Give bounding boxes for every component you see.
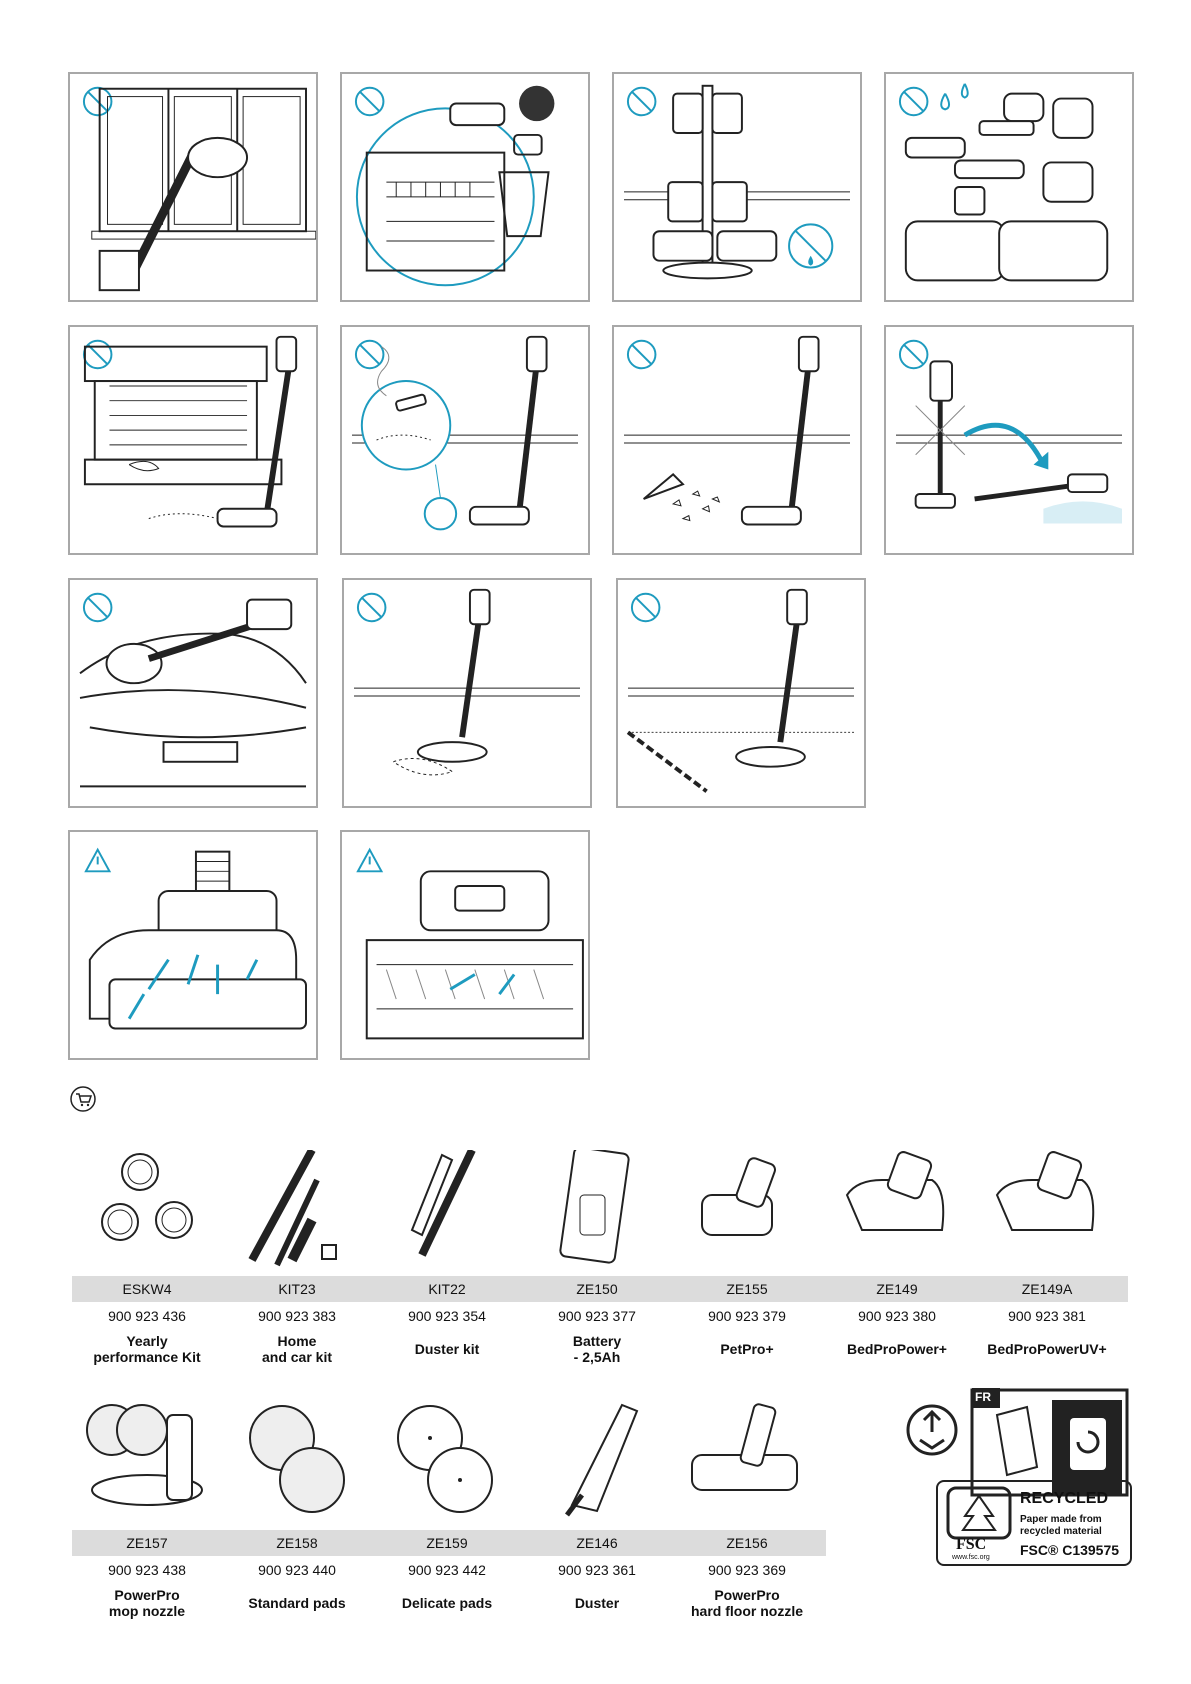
accessory-image-ze149a — [972, 1150, 1122, 1270]
accessory-name: Standard pads — [248, 1595, 346, 1611]
accessory-number: 900 923 377 — [558, 1308, 636, 1324]
country-code: FR — [975, 1390, 991, 1404]
cigarette-illustration — [352, 335, 578, 531]
accessory-code: ESKW4 — [122, 1281, 172, 1297]
accessory-code: KIT22 — [428, 1281, 466, 1297]
accessory-image-ze150 — [522, 1146, 672, 1270]
accessory-name: PetPro+ — [720, 1341, 774, 1357]
fsc-title: RECYCLED — [1020, 1490, 1109, 1507]
panel-no-wet-charger — [612, 72, 862, 302]
car-illustration — [79, 592, 307, 788]
accessory-name: Home and car kit — [261, 1333, 333, 1365]
accessory-image-ze158 — [222, 1400, 372, 1520]
brushroll-illustration — [84, 847, 307, 1030]
shopping-cart-icon — [70, 1086, 96, 1112]
panel-warning-brushroll — [68, 830, 318, 1060]
accessory-image-ze155 — [672, 1150, 822, 1270]
accessory-name: PowerPro hard floor nozzle — [691, 1587, 803, 1619]
accessory-code: ZE146 — [576, 1535, 618, 1551]
charger-stand-illustration — [624, 84, 850, 280]
panel-no-liquids — [342, 578, 592, 808]
accessory-image-ze156 — [672, 1400, 822, 1520]
accessory-name: BedProPower+ — [847, 1341, 947, 1357]
accessory-name: Yearly performance Kit — [93, 1333, 201, 1365]
panel-no-carpet-mop — [616, 578, 866, 808]
accessory-number: 900 923 379 — [708, 1308, 786, 1324]
panel-no-drop — [884, 325, 1134, 555]
panel-warning-brushroll-cleaning — [340, 830, 590, 1060]
fireplace-illustration — [82, 335, 298, 528]
accessory-code: ZE159 — [426, 1535, 468, 1551]
window-cleaning-illustration — [82, 86, 316, 292]
accessory-number: 900 923 442 — [408, 1562, 486, 1578]
panel-no-window-cleaning — [68, 72, 318, 302]
accessory-code: ZE149A — [1021, 1281, 1073, 1297]
drop-illustration — [896, 339, 1122, 524]
accessory-code: ZE149 — [876, 1281, 918, 1297]
accessory-number: 900 923 440 — [258, 1562, 336, 1578]
paper-icon — [995, 1405, 1039, 1477]
accessory-image-kit23 — [222, 1148, 372, 1270]
dishwasher-illustration — [354, 85, 555, 287]
accessory-number: 900 923 383 — [258, 1308, 336, 1324]
accessory-code: ZE156 — [726, 1535, 768, 1551]
accessory-code-bar-1 — [72, 1276, 1128, 1302]
panel-no-dishwasher — [340, 72, 590, 302]
triman-recycling-mark: FR — [902, 1380, 1132, 1500]
fsc-recycled-label: FSC www.fsc.org RECYCLED Paper made from… — [936, 1480, 1132, 1566]
brushroll-cleaning-illustration — [356, 847, 584, 1040]
accessory-code: ZE150 — [576, 1281, 618, 1297]
accessory-code: ZE158 — [276, 1535, 318, 1551]
panel-no-car-polish — [68, 578, 318, 808]
panel-no-glass — [612, 325, 862, 555]
accessory-name: Duster kit — [414, 1341, 480, 1357]
accessory-code: KIT23 — [278, 1281, 316, 1297]
panel-no-cigarettes — [340, 325, 590, 555]
panel-no-ashes — [68, 325, 318, 555]
fsc-line-1: Paper made from — [1020, 1514, 1102, 1525]
accessory-number: 900 923 381 — [1008, 1308, 1086, 1324]
accessory-image-ze157 — [72, 1400, 222, 1520]
accessories-illustration — [898, 83, 1109, 282]
accessory-name: Duster — [574, 1595, 620, 1611]
accessory-number: 900 923 436 — [108, 1308, 186, 1324]
carpet-mop-illustration — [626, 588, 854, 793]
accessory-image-ze149 — [822, 1150, 972, 1270]
accessory-number: 900 923 361 — [558, 1562, 636, 1578]
accessory-image-kit22 — [372, 1148, 522, 1270]
panel-no-wash-accessories — [884, 72, 1134, 302]
accessory-code-bar-2 — [72, 1530, 826, 1556]
fsc-code: FSC® C139575 — [1020, 1542, 1120, 1558]
accessory-number: 900 923 438 — [108, 1562, 186, 1578]
accessory-image-eskw4 — [72, 1150, 222, 1270]
accessory-number: 900 923 369 — [708, 1562, 786, 1578]
accessory-name: Battery - 2,5Ah — [572, 1333, 622, 1365]
fsc-url: www.fsc.org — [952, 1554, 990, 1561]
broken-glass-illustration — [624, 335, 850, 526]
accessory-name: Delicate pads — [401, 1595, 493, 1611]
accessory-image-ze159 — [372, 1400, 522, 1520]
accessory-image-ze146 — [522, 1400, 672, 1520]
accessory-code: ZE157 — [126, 1535, 168, 1551]
fsc-line-2: recycled material — [1020, 1526, 1102, 1537]
accessory-number: 900 923 354 — [408, 1308, 486, 1324]
mop-liquid-illustration — [354, 588, 580, 776]
fsc-tree-logo-icon — [946, 1486, 1012, 1540]
accessory-name: BedProPowerUV+ — [987, 1341, 1107, 1357]
accessory-code: ZE155 — [726, 1281, 768, 1297]
fsc-logo-text: FSC — [956, 1536, 987, 1553]
accessory-name: PowerPro mop nozzle — [108, 1587, 186, 1619]
accessory-number: 900 923 380 — [858, 1308, 936, 1324]
